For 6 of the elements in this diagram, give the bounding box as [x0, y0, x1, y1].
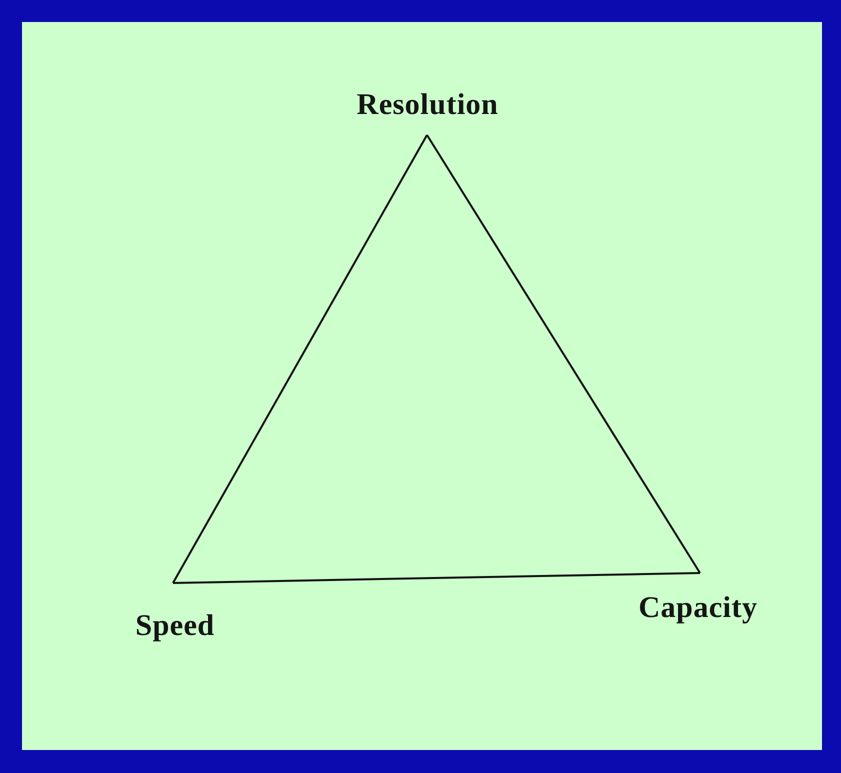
vertex-label: Speed — [135, 609, 215, 643]
triangle-side — [172, 134, 428, 584]
vertex-label: Resolution — [356, 88, 498, 122]
triangle-side — [426, 134, 701, 574]
triangle-side — [172, 572, 700, 584]
vertex-label: Capacity — [638, 591, 758, 625]
